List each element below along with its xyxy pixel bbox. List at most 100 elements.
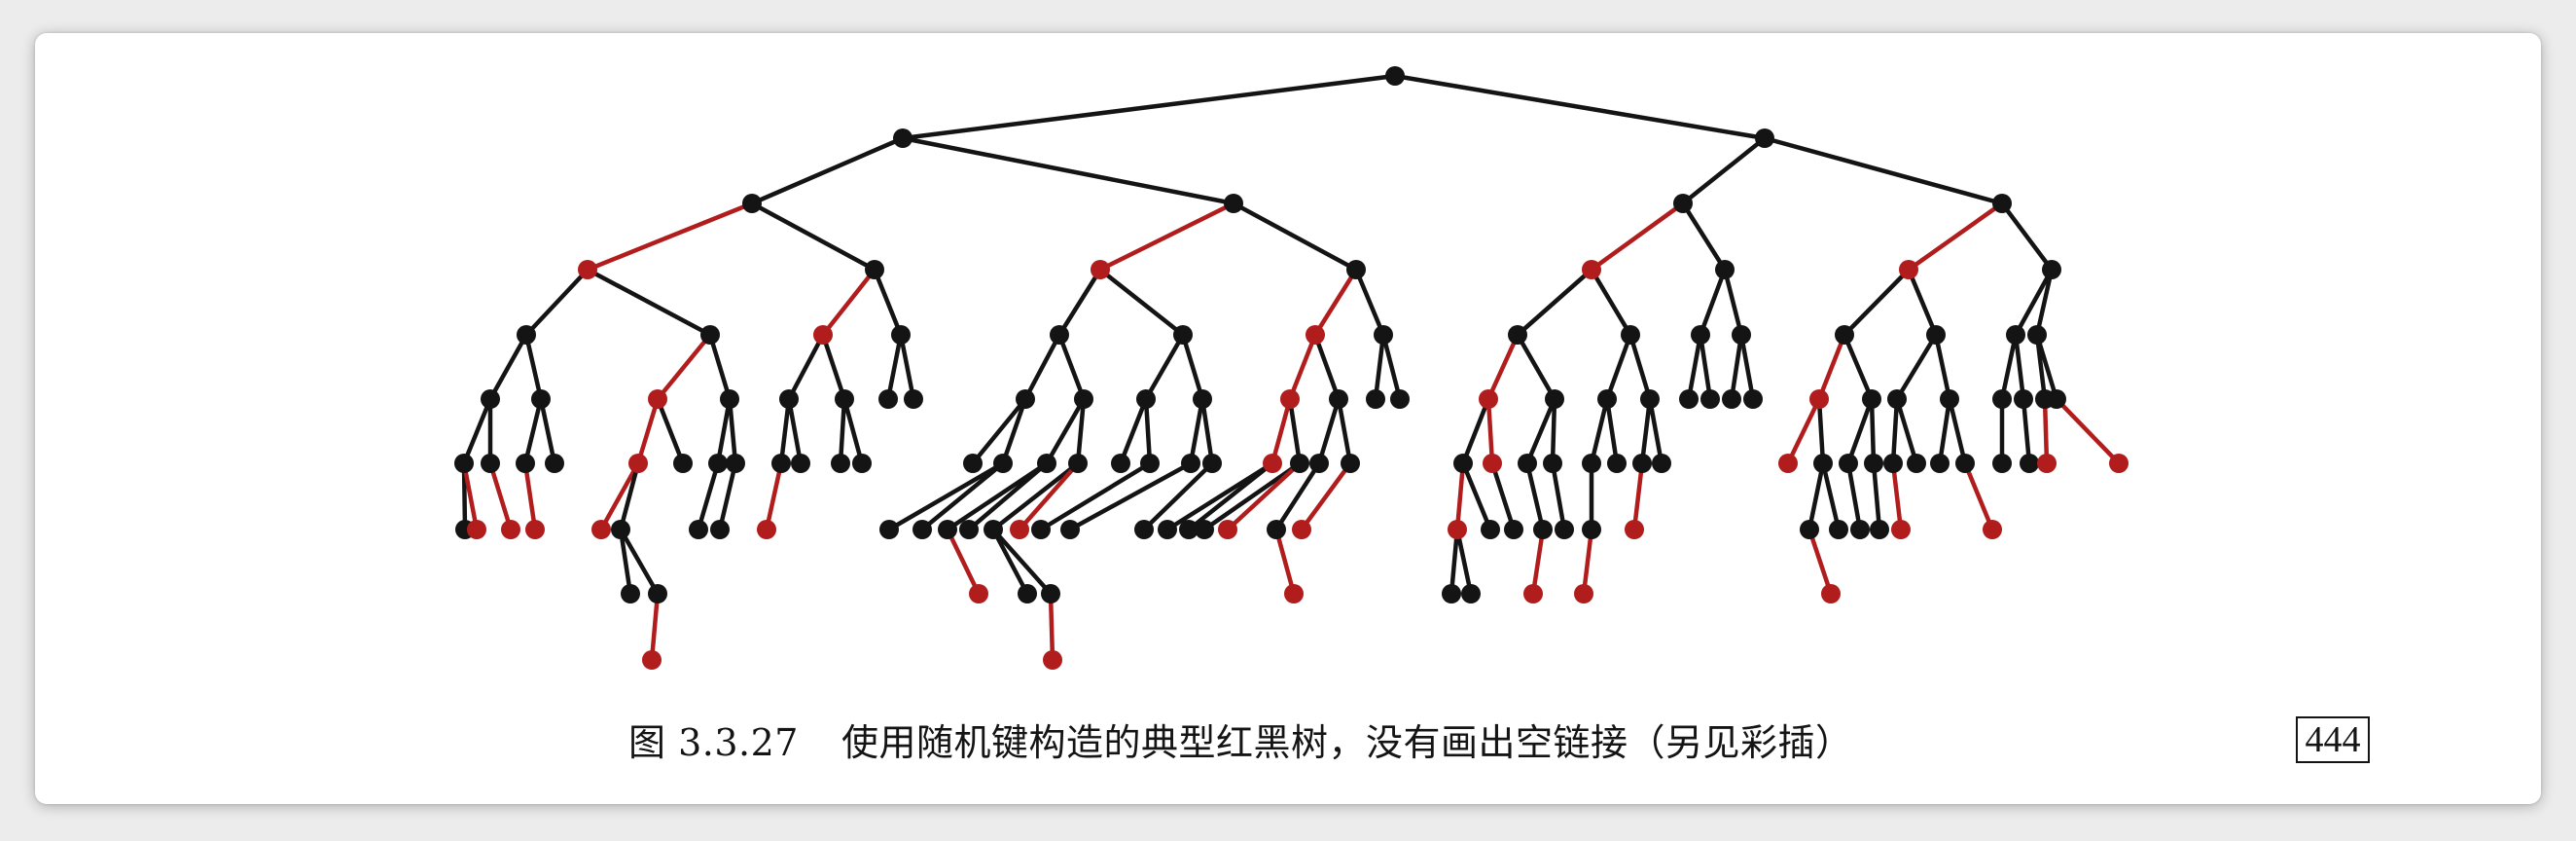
figure-label: 图 3.3.27 [628, 721, 799, 764]
black-link [945, 460, 1050, 532]
tree-node-black [611, 520, 630, 539]
black-link [1180, 332, 1205, 402]
black-link [1698, 267, 1728, 338]
tree-node-black [1041, 584, 1060, 603]
black-link [1820, 460, 1842, 532]
tree-node-black [1992, 194, 2012, 213]
black-link [1680, 135, 1768, 206]
tree-node-black [1543, 454, 1562, 473]
tree-node-black [1179, 520, 1199, 539]
tree-node-black [1111, 454, 1130, 473]
tree-node-black [1504, 520, 1523, 539]
tree-node-black [673, 454, 693, 473]
black-link [1999, 332, 2019, 402]
black-link [1164, 460, 1275, 532]
black-link [1097, 267, 1186, 338]
red-link [1816, 332, 1847, 402]
red-link [635, 396, 661, 466]
black-link [898, 332, 916, 402]
tree-node-red [1891, 520, 1911, 539]
tree-node-black [1290, 454, 1309, 473]
tree-node-red [642, 650, 662, 670]
red-link [1631, 460, 1645, 532]
black-link [1890, 396, 1900, 466]
red-link [487, 460, 514, 532]
black-link [2034, 332, 2059, 402]
black-link [1201, 460, 1303, 532]
tree-node-black [1134, 520, 1154, 539]
tree-node-black [1060, 520, 1080, 539]
red-link [1312, 267, 1359, 338]
tree-node-black [2047, 389, 2066, 409]
black-link [1316, 396, 1342, 466]
tree-node-black [891, 325, 911, 345]
tree-node-black [1864, 454, 1883, 473]
black-link [1845, 396, 1875, 466]
black-link [655, 396, 686, 466]
black-link [1273, 460, 1322, 532]
tree-node-red [1899, 260, 1918, 279]
tree-node-red [1306, 325, 1325, 345]
red-black-tree-figure [454, 66, 2129, 670]
tree-node-black [720, 389, 739, 409]
red-link [598, 460, 641, 532]
tree-node-black [1074, 389, 1093, 409]
tree-node-black [904, 389, 923, 409]
tree-node-black [531, 389, 551, 409]
red-link [2042, 396, 2050, 466]
tree-node-black [1926, 325, 1946, 345]
tree-node-red [1574, 584, 1593, 603]
black-link [1937, 396, 1952, 466]
tree-node-red [648, 389, 667, 409]
tree-node-black [1691, 325, 1710, 345]
tree-node-black [1607, 454, 1627, 473]
black-link [727, 396, 738, 466]
red-link [1485, 332, 1521, 402]
tree-node-black [1461, 584, 1481, 603]
black-link [1000, 396, 1028, 466]
tree-node-red [501, 520, 520, 539]
red-link [1962, 460, 1995, 532]
tree-node-black [2014, 389, 2033, 409]
black-link [1287, 396, 1303, 466]
tree-node-black [2006, 325, 2025, 345]
tree-node-black [831, 454, 850, 473]
black-link [749, 135, 906, 206]
black-link [618, 527, 633, 597]
black-link [618, 460, 641, 532]
tree-node-black [771, 454, 791, 473]
black-link [1380, 332, 1403, 402]
black-link [1807, 460, 1826, 532]
red-link [1589, 201, 1686, 273]
tree-node-black [648, 584, 667, 603]
tree-node-red [1483, 454, 1502, 473]
tree-node-red [1010, 520, 1029, 539]
black-link [696, 460, 721, 532]
red-link [655, 332, 713, 402]
tree-node-black [1341, 454, 1360, 473]
tree-node-red [1582, 260, 1601, 279]
tree-node-black [779, 389, 799, 409]
black-link [487, 332, 529, 402]
tree-node-black [1050, 325, 1069, 345]
tree-node-black [865, 260, 884, 279]
red-link [1048, 591, 1055, 663]
black-link [523, 332, 544, 402]
black-link [886, 460, 1006, 532]
tree-links [461, 73, 2122, 663]
tree-node-black [708, 454, 728, 473]
tree-nodes [454, 66, 2129, 670]
black-link [522, 396, 544, 466]
red-link [764, 460, 784, 532]
tree-node-red [969, 584, 988, 603]
tree-node-red [467, 520, 486, 539]
tree-node-black [1555, 520, 1574, 539]
black-link [900, 73, 1398, 141]
black-link [1698, 332, 1713, 402]
black-link [1869, 396, 1877, 466]
black-link [1373, 332, 1386, 402]
black-link [1639, 396, 1653, 466]
black-link [1842, 332, 1875, 402]
tree-node-black [1743, 389, 1763, 409]
tree-node-black [1862, 389, 1881, 409]
